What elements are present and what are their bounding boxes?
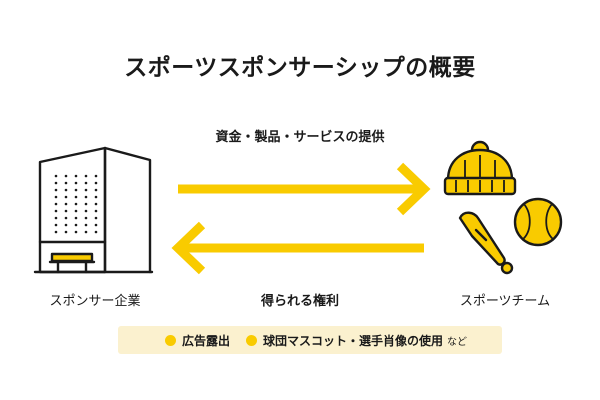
- bottom-flow-arrow: [171, 221, 424, 275]
- building-window-dot: [94, 195, 98, 199]
- building-window-dot: [94, 188, 98, 192]
- legend-dot-icon: [164, 334, 176, 346]
- building-window-dot: [84, 188, 88, 192]
- legend-dot-icon: [246, 334, 257, 346]
- building-window-dot: [54, 195, 58, 199]
- building-window-dot: [64, 181, 68, 185]
- building-window-dot: [94, 202, 98, 206]
- building-window-dot: [84, 216, 88, 220]
- building-window-dot: [84, 223, 88, 227]
- building-window-dot: [84, 195, 88, 199]
- sponsor-company-label: スポンサー企業: [49, 294, 141, 309]
- building-window-dot: [54, 216, 58, 220]
- building-window-dot: [64, 223, 68, 227]
- legend-label: 広告露出: [181, 333, 230, 348]
- building-window-dot: [94, 181, 98, 185]
- bottom-flow-label: 得られる権利: [260, 294, 339, 309]
- building-window-dot: [84, 181, 88, 185]
- building-window-dot: [74, 209, 78, 213]
- building-window-dot: [64, 174, 68, 178]
- building-window-dot: [74, 174, 78, 178]
- top-flow-label: 資金・製品・サービスの提供: [215, 130, 385, 145]
- building-window-dot: [64, 216, 68, 220]
- legend-item-ad-exposure: 広告露出: [153, 332, 230, 349]
- building-window-dot: [94, 209, 98, 213]
- building-window-dot: [84, 202, 88, 206]
- knit-cap-icon: [443, 140, 517, 196]
- building-window-dot: [94, 223, 98, 227]
- building-window-dot: [54, 188, 58, 192]
- building-window-dot: [94, 174, 98, 178]
- building-window-dot: [74, 223, 78, 227]
- rights-legend: 広告露出 球団マスコット・選手肖像の使用 など: [118, 326, 502, 354]
- building-window-dot: [54, 174, 58, 178]
- legend-item-mascot-portrait: 球団マスコット・選手肖像の使用 など: [230, 332, 467, 349]
- building-window-dot: [74, 181, 78, 185]
- building-window-dot: [84, 230, 88, 234]
- building-window-dot: [74, 195, 78, 199]
- building-window-dot: [64, 202, 68, 206]
- building-window-dot: [74, 202, 78, 206]
- office-building-icon: [33, 146, 154, 274]
- diagram-title: スポーツスポンサーシップの概要: [124, 55, 476, 81]
- legend-label: 球団マスコット・選手肖像の使用: [263, 333, 444, 348]
- building-window-dot: [54, 223, 58, 227]
- building-window-dot: [84, 174, 88, 178]
- building-window-dot: [64, 209, 68, 213]
- building-window-dot: [64, 195, 68, 199]
- legend-note: など: [447, 336, 468, 348]
- building-window-dot: [64, 188, 68, 192]
- building-window-dot: [94, 216, 98, 220]
- building-window-dot: [74, 230, 78, 234]
- building-window-dot: [74, 188, 78, 192]
- building-window-dot: [54, 209, 58, 213]
- building-window-dot: [64, 230, 68, 234]
- baseball-bat-icon: [458, 211, 514, 275]
- building-window-dot: [74, 216, 78, 220]
- building-window-dot: [84, 209, 88, 213]
- top-flow-arrow: [178, 162, 431, 216]
- building-window-dot: [94, 230, 98, 234]
- sports-team-label: スポーツチーム: [459, 294, 551, 309]
- building-window-dot: [54, 202, 58, 206]
- baseball-icon: [513, 197, 563, 247]
- building-window-dot: [54, 230, 58, 234]
- building-window-dot: [54, 181, 58, 185]
